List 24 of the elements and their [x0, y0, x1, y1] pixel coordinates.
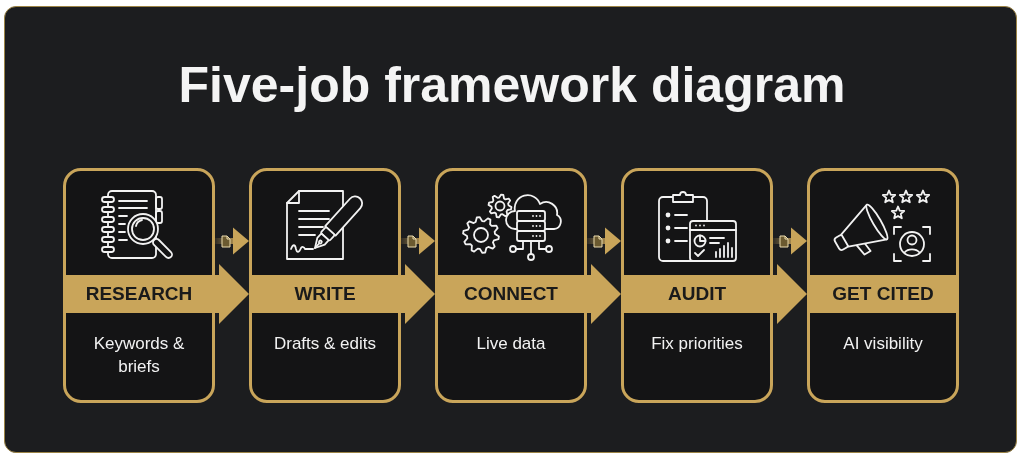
- diagram-title: Five-job framework diagram: [178, 56, 846, 114]
- arrow: [587, 264, 621, 324]
- step-card: [435, 168, 587, 403]
- step-description: Keywords & briefs: [92, 333, 186, 378]
- step-description: Drafts & edits: [274, 333, 376, 355]
- step-title: AUDIT: [667, 283, 727, 305]
- step-description: AI visibility: [843, 333, 923, 355]
- arrow: [401, 264, 435, 324]
- arrow: [587, 227, 621, 255]
- step-title: CONNECT: [464, 283, 558, 305]
- arrow: [215, 264, 249, 324]
- step-card: [807, 168, 959, 403]
- step-title: GET CITED: [832, 283, 934, 305]
- step-card: [621, 168, 773, 403]
- step-title: RESEARCH: [85, 283, 193, 305]
- step-description: Fix priorities: [651, 333, 743, 355]
- step-card: [63, 168, 215, 403]
- arrow: [215, 227, 249, 255]
- arrow: [773, 264, 807, 324]
- step-card: [249, 168, 401, 403]
- step-description: Live data: [476, 333, 546, 355]
- step-title: WRITE: [294, 283, 356, 305]
- arrow: [401, 227, 435, 255]
- arrow: [773, 227, 807, 255]
